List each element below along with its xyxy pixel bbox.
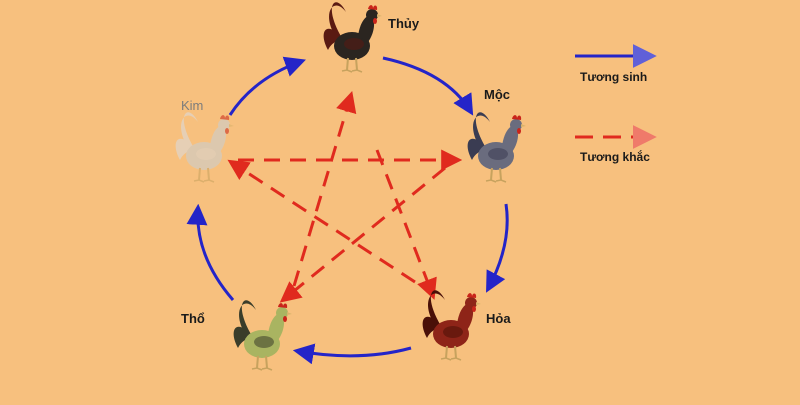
legend — [575, 44, 657, 149]
node-label-tho: Thổ — [181, 311, 205, 326]
overcoming-arrow-thuy-to-hoa — [375, 149, 437, 300]
generating-arrow-hoa-to-tho — [292, 343, 412, 365]
generating-arrow-tho-to-kim — [186, 203, 235, 301]
overcoming-arrow-moc-to-tho — [279, 166, 446, 303]
rooster-moc-icon — [467, 112, 526, 183]
generating-arrow-kim-to-thuy — [228, 56, 306, 116]
generating-arrow-moc-to-hoa — [486, 203, 509, 293]
rooster-tho-icon — [233, 300, 292, 371]
overcoming-arrow-tho-to-thuy — [292, 90, 357, 287]
arrows-layer — [186, 56, 509, 365]
rooster-thuy-icon — [323, 2, 382, 73]
generating-arrow-thuy-to-moc — [382, 56, 474, 116]
rooster-hoa-icon — [422, 290, 481, 361]
node-label-kim: Kim — [181, 98, 204, 113]
legend-overcoming-label: Tương khắc — [580, 150, 650, 164]
node-label-hoa: Hỏa — [486, 311, 511, 326]
overcoming-arrow-hoa-to-kim — [227, 159, 416, 284]
rooster-kim-icon — [175, 112, 234, 183]
node-label-moc: Mộc — [484, 87, 510, 102]
roosters-layer — [175, 2, 526, 371]
legend-generating-label: Tương sinh — [580, 70, 648, 84]
node-label-thuy: Thủy — [388, 16, 420, 31]
